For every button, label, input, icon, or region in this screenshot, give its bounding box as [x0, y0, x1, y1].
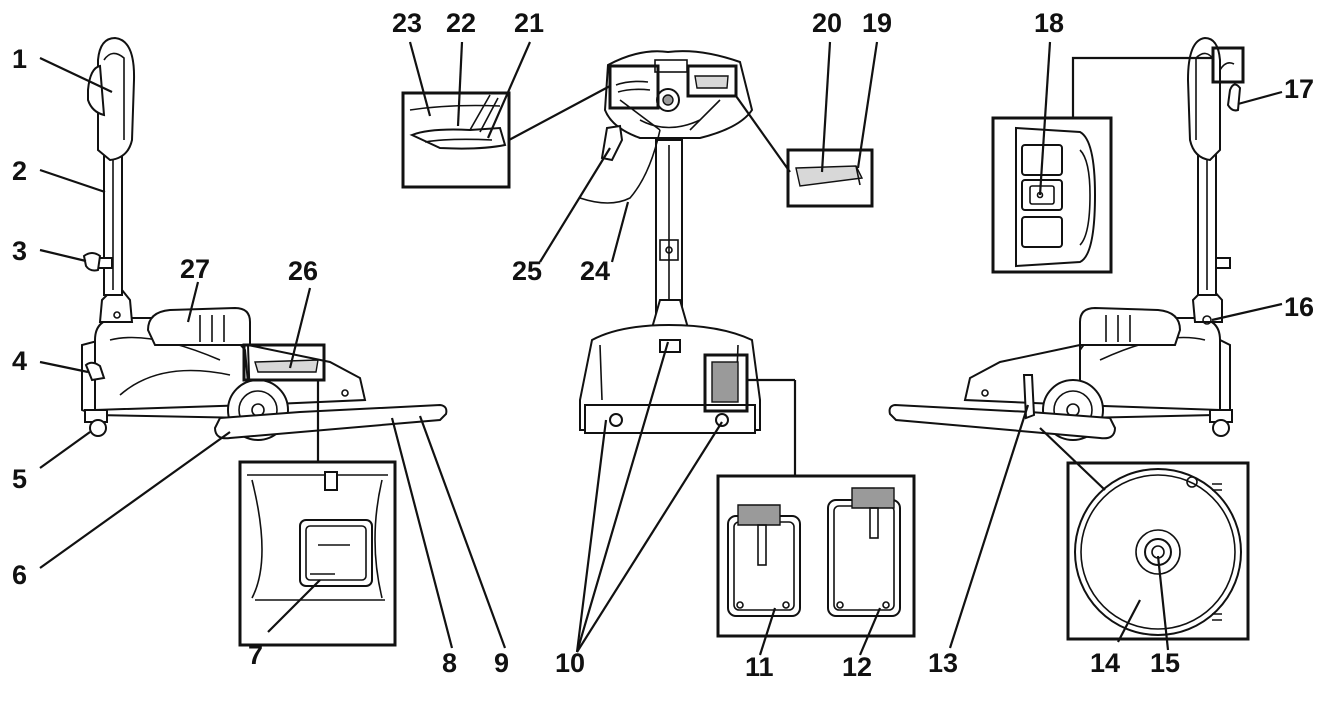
right-boom-head — [1186, 36, 1221, 162]
leader-25 — [539, 147, 611, 263]
callout-17: 17 — [1284, 74, 1314, 104]
callout-25: 25 — [512, 256, 542, 286]
center-front-view — [579, 50, 797, 476]
leader-7 — [267, 579, 321, 633]
inset-21-23 — [401, 85, 611, 189]
leader-18 — [1038, 41, 1052, 196]
callout-labels: 1 2 3 4 5 6 7 8 9 10 11 12 13 14 15 16 1… — [12, 8, 1314, 682]
callout-13: 13 — [928, 648, 958, 678]
leader-24 — [610, 201, 630, 263]
callout-6: 6 — [12, 560, 27, 590]
inset-19-20 — [735, 95, 874, 208]
right-castor — [1212, 419, 1230, 437]
callout-1: 1 — [12, 44, 27, 74]
right-side-view — [888, 36, 1245, 441]
callout-4: 4 — [12, 346, 27, 376]
left-leg-deck — [213, 403, 448, 440]
highlight-box-11-12 — [703, 353, 749, 413]
callout-18: 18 — [1034, 8, 1064, 38]
callout-8: 8 — [442, 648, 457, 678]
highlight-box-19-20 — [686, 64, 738, 98]
callout-27: 27 — [180, 254, 210, 284]
callout-22: 22 — [446, 8, 476, 38]
leader-5 — [39, 431, 91, 469]
leader-27 — [186, 281, 200, 323]
callout-16: 16 — [1284, 292, 1314, 322]
center-base — [579, 323, 761, 431]
callout-9: 9 — [494, 648, 509, 678]
center-pendant-cable — [579, 129, 661, 204]
leader-1 — [39, 57, 113, 93]
inset-11-12 — [716, 474, 916, 638]
leader-12 — [858, 607, 882, 656]
leader-21 — [486, 41, 532, 139]
callout-11: 11 — [745, 652, 774, 682]
leader-14 — [1117, 599, 1141, 643]
inset-18 — [991, 116, 1113, 274]
callout-23: 23 — [392, 8, 422, 38]
callout-20: 20 — [812, 8, 842, 38]
leader-2 — [39, 168, 106, 194]
leader-10a — [575, 419, 608, 653]
leader-23 — [408, 41, 432, 117]
leader-8 — [390, 417, 454, 649]
center-castor-left — [609, 413, 623, 427]
leader-22 — [456, 41, 464, 127]
inset-11-plate — [727, 515, 801, 617]
leader-4 — [39, 360, 89, 374]
callout-2: 2 — [12, 156, 27, 186]
leader-26 — [288, 287, 312, 369]
leader-20 — [820, 41, 832, 173]
inset-14-15 — [1039, 427, 1250, 641]
center-castor-right — [715, 413, 729, 427]
leader-3 — [39, 248, 87, 263]
leader-10b — [575, 341, 670, 653]
leader-9 — [418, 415, 507, 649]
right-leg-deck — [888, 403, 1117, 440]
leader-16 — [1211, 302, 1283, 322]
callout-3: 3 — [12, 236, 27, 266]
inset-12-plate — [827, 499, 901, 617]
leader-6 — [39, 431, 231, 569]
callout-15: 15 — [1150, 648, 1180, 678]
left-inset-detail — [238, 343, 397, 647]
callout-5: 5 — [12, 464, 27, 494]
callout-26: 26 — [288, 256, 318, 286]
leader-11 — [758, 607, 777, 656]
callout-19: 19 — [862, 8, 892, 38]
callout-12: 12 — [842, 652, 872, 682]
callout-14: 14 — [1090, 648, 1120, 678]
callout-24: 24 — [580, 256, 610, 286]
left-battery-pack — [146, 306, 251, 346]
leader-13 — [948, 404, 1030, 649]
highlight-box-18 — [1211, 46, 1245, 84]
left-castor — [89, 419, 107, 437]
leader-17 — [1237, 90, 1283, 106]
leader-15 — [1156, 555, 1170, 651]
leader-19 — [856, 41, 879, 169]
leader-10c — [576, 421, 723, 653]
highlight-box-26 — [242, 343, 326, 382]
inset-7-panel — [299, 519, 373, 587]
left-boom-head — [97, 36, 136, 162]
leader-lines — [39, 41, 1283, 656]
callout-21: 21 — [514, 8, 544, 38]
callout-10: 10 — [555, 648, 585, 678]
callout-7: 7 — [248, 640, 263, 670]
